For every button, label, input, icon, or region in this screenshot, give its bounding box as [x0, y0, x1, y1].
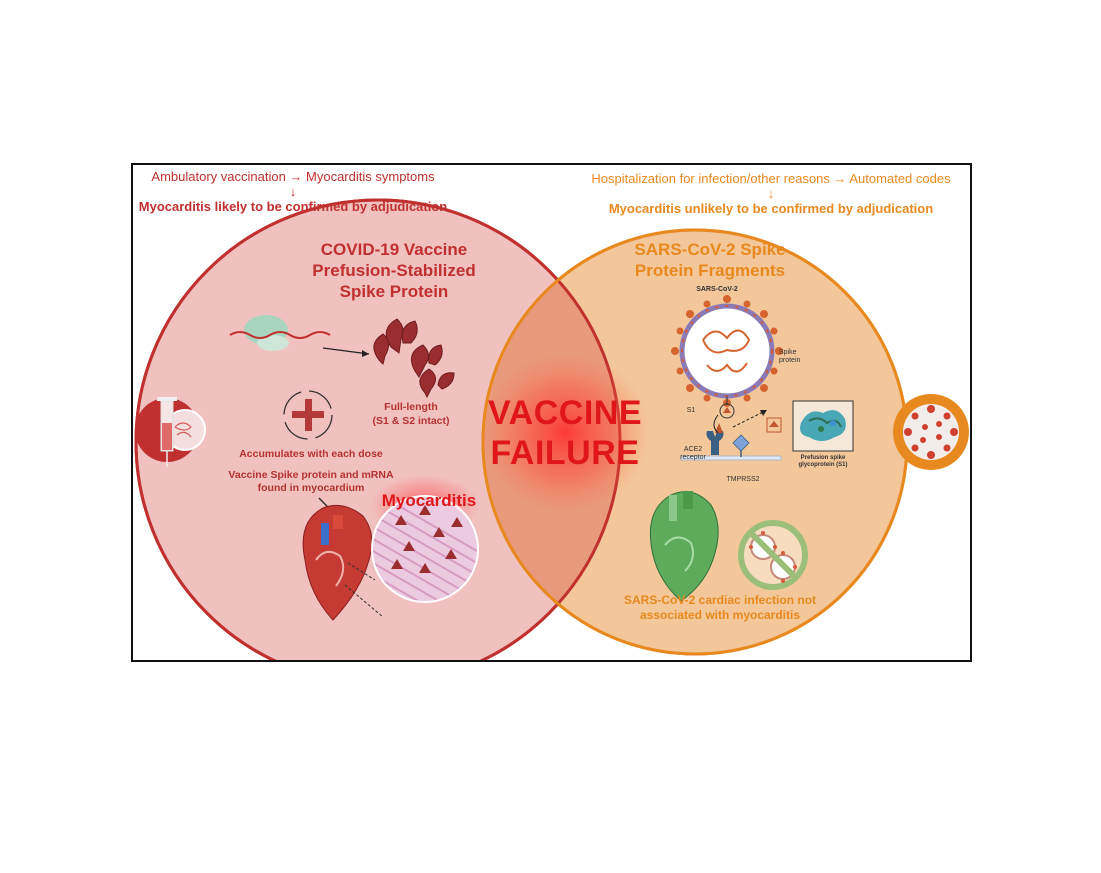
- ace2-label-line2: receptor: [680, 454, 706, 461]
- prefusion-label-line2: glycoprotein (S1): [798, 462, 848, 468]
- spike-protein-icon: [373, 318, 455, 399]
- virus-label: SARS-CoV-2: [696, 286, 738, 293]
- syringe-icon: [135, 397, 206, 467]
- right-header-arrow: ↓: [767, 186, 775, 201]
- right-header-line1: Hospitalization for infection/other reas…: [591, 171, 951, 186]
- right-header-line2: Myocarditis unlikely to be confirmed by …: [608, 201, 934, 216]
- ace2-label-line1: ACE2: [683, 446, 703, 453]
- green-heart-icon: [649, 491, 719, 602]
- left-title-line3: Spike Protein: [339, 282, 449, 301]
- accumulates-label: Accumulates with each dose: [239, 448, 383, 460]
- virus-icon: [671, 295, 783, 419]
- overlap-region: [483, 230, 620, 654]
- found-label-line2: found in myocardium: [257, 482, 365, 494]
- left-header-line2: Myocarditis likely to be confirmed by ad…: [138, 199, 448, 214]
- left-header-line1: Ambulatory vaccination → Myocarditis sym…: [151, 169, 435, 184]
- full-length-label: Full-length: [384, 401, 438, 413]
- found-label-line1: Vaccine Spike protein and mRNA: [228, 469, 394, 481]
- right-title-line1: SARS-CoV-2 Spike: [634, 240, 786, 259]
- left-header-arrow: ↓: [289, 184, 297, 199]
- spike-label-line2: protein: [779, 357, 801, 364]
- mrna-ribosome-icon: [229, 315, 370, 357]
- venn-diagram: [134, 198, 969, 660]
- accumulation-cycle-icon: [283, 390, 333, 440]
- spike-label-line1: Spike: [779, 349, 797, 356]
- right-caption-line2: associated with myocarditis: [639, 608, 801, 622]
- ace2-receptor-icon: [680, 410, 782, 461]
- right-title-line2: Protein Fragments: [634, 261, 786, 280]
- tmprss2-label: TMPRSS2: [726, 476, 760, 483]
- full-length-detail: (S1 & S2 intact): [372, 415, 450, 427]
- coronavirus-icon: [893, 394, 969, 470]
- left-title-line2: Prefusion-Stabilized: [312, 261, 476, 280]
- vaccine-failure-line1: VACCINE: [488, 394, 642, 432]
- myocarditis-label: Myocarditis: [381, 491, 477, 510]
- right-caption-line1: SARS-CoV-2 cardiac infection not: [623, 593, 817, 607]
- vaccine-failure-line2: FAILURE: [490, 434, 640, 472]
- s1-label: S1: [686, 407, 696, 414]
- center-glow: [480, 353, 650, 513]
- left-title-line1: COVID-19 Vaccine: [320, 240, 468, 259]
- no-virus-icon: [738, 520, 808, 590]
- spike-structure-icon: [792, 400, 854, 452]
- prefusion-label-line1: Prefusion spike: [800, 455, 846, 461]
- figure-frame: Ambulatory vaccination → Myocarditis sym…: [131, 163, 972, 662]
